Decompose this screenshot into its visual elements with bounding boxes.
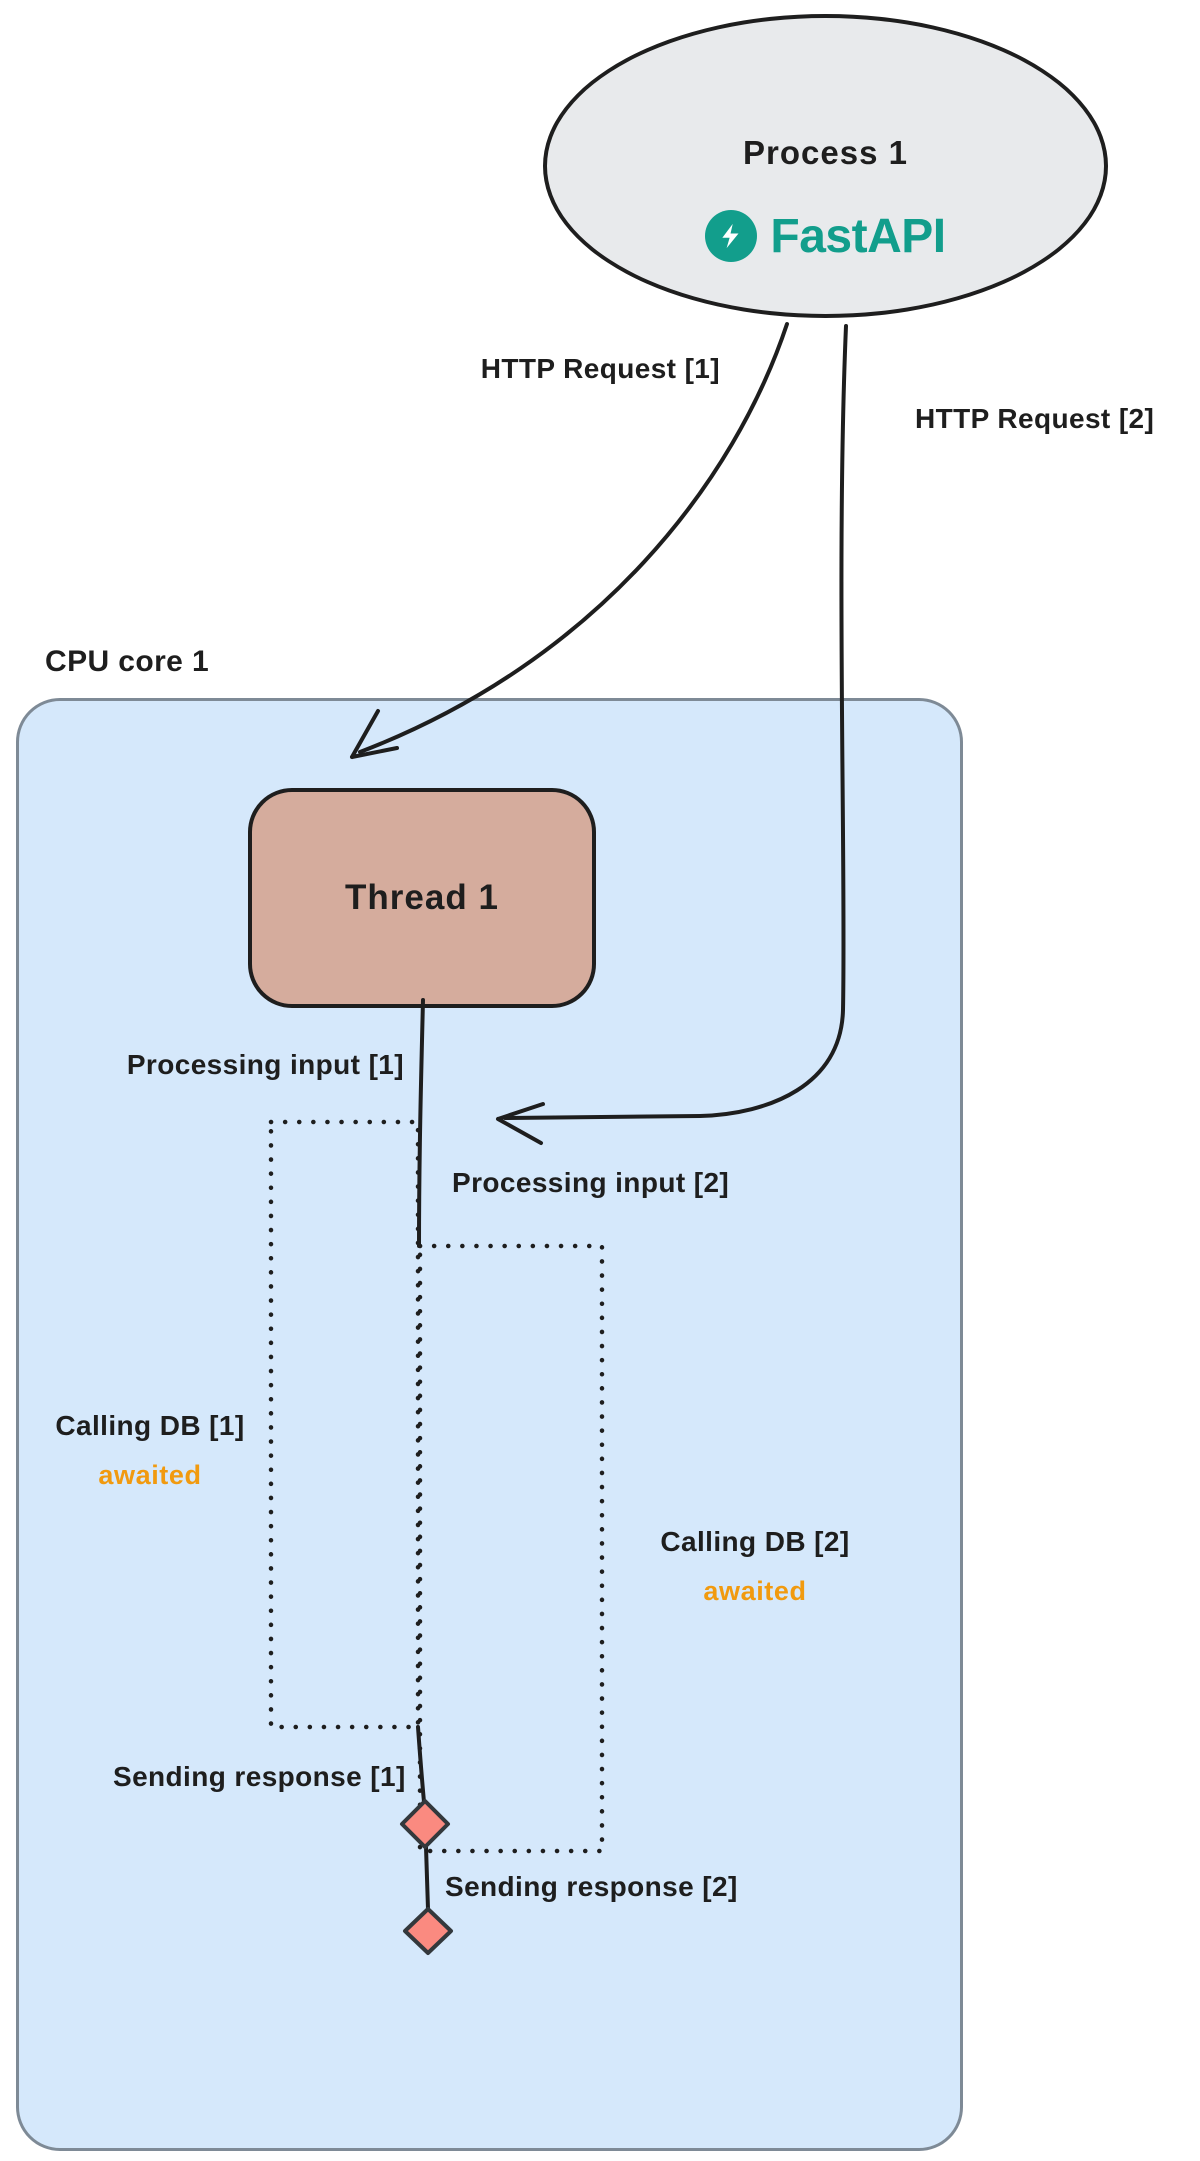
thread-box: Thread 1 xyxy=(248,788,596,1008)
calling-db-2-block: Calling DB [2] awaited xyxy=(640,1526,870,1607)
calling-db-2-label: Calling DB [2] xyxy=(660,1526,850,1557)
awaited-2-label: awaited xyxy=(703,1576,807,1606)
process-title: Process 1 xyxy=(743,134,908,171)
calling-db-1-block: Calling DB [1] awaited xyxy=(30,1410,270,1491)
processing-input-1-label: Processing input [1] xyxy=(126,1049,404,1080)
fastapi-logo: FastAPI xyxy=(547,208,1104,264)
processing-input-2-label: Processing input [2] xyxy=(452,1167,730,1198)
lightning-bolt-icon xyxy=(705,210,758,262)
thread-label: Thread 1 xyxy=(345,878,499,917)
sending-response-2-label: Sending response [2] xyxy=(445,1871,738,1902)
http-request-2-label: HTTP Request [2] xyxy=(915,403,1155,434)
http-request-1-label: HTTP Request [1] xyxy=(480,353,720,384)
sending-response-1-label: Sending response [1] xyxy=(113,1761,406,1792)
request-1-arrow xyxy=(350,322,789,759)
cpu-core-label: CPU core 1 xyxy=(45,645,210,678)
process-ellipse: Process 1 FastAPI xyxy=(543,14,1108,318)
calling-db-1-label: Calling DB [1] xyxy=(55,1410,245,1441)
awaited-1-label: awaited xyxy=(98,1460,202,1490)
fastapi-wordmark: FastAPI xyxy=(770,209,946,263)
